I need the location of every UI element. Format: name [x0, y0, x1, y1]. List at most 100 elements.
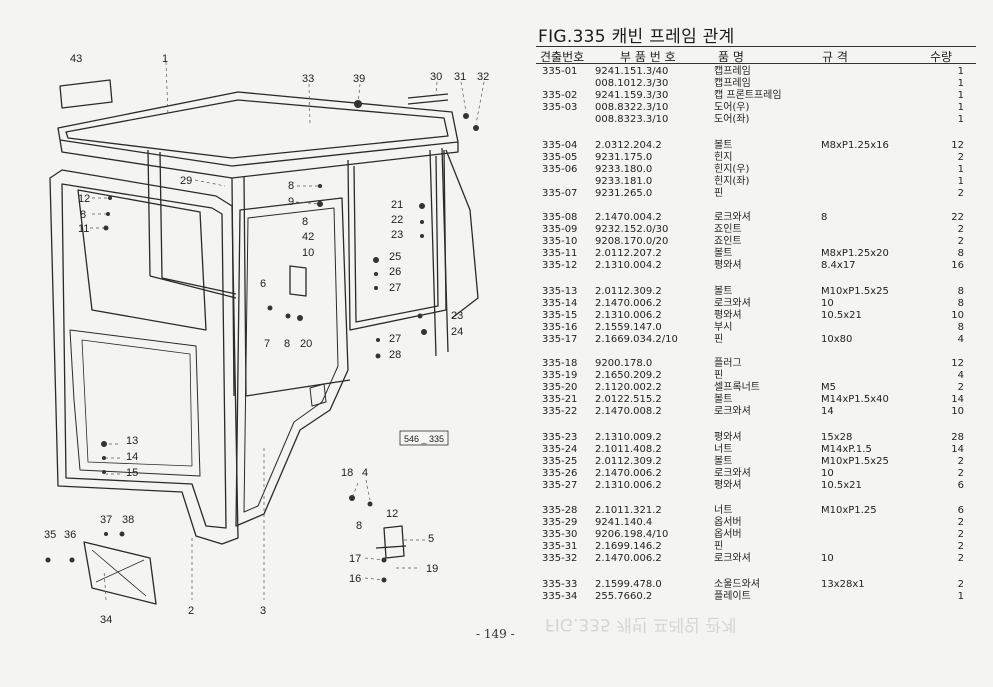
cell-part-no: 2.1699.146.2 — [595, 541, 662, 552]
cell-ref-no: 335-33 — [542, 579, 578, 590]
cell-part-no: 2.1470.008.2 — [595, 406, 662, 417]
cell-part-no: 008.8322.3/10 — [595, 102, 669, 113]
cell-ref-no: 335-11 — [542, 248, 578, 259]
cell-part-name: 로크와셔 — [714, 406, 751, 417]
cell-ref-no: 335-29 — [542, 517, 578, 528]
cell-part-no: 2.1559.147.0 — [595, 322, 662, 333]
cell-qty: 2 — [957, 579, 964, 590]
callout-27b: 27 — [389, 333, 401, 345]
cell-ref-no: 335-19 — [542, 370, 578, 381]
cell-part-no: 008.1012.3/30 — [595, 78, 669, 89]
cell-part-no: 2.1470.006.2 — [595, 298, 662, 309]
callout-10: 10 — [302, 247, 314, 259]
cell-spec: M10xP1.25 — [821, 505, 877, 516]
callout-8c: 8 — [302, 216, 308, 228]
cell-part-no: 2.1650.209.2 — [595, 370, 662, 381]
cell-part-name: 핀 — [714, 370, 724, 381]
cell-ref-no: 335-03 — [542, 102, 578, 113]
cell-qty: 2 — [957, 382, 964, 393]
cell-spec: M5 — [821, 382, 836, 393]
callout-11: 11 — [78, 223, 89, 235]
cell-qty: 16 — [951, 260, 964, 271]
cell-part-name: 로크와셔 — [714, 212, 751, 223]
cell-qty: 1 — [957, 78, 964, 89]
cell-part-name: 소울드와셔 — [714, 579, 760, 590]
cell-part-no: 2.1470.004.2 — [595, 212, 662, 223]
cell-spec: 10 — [821, 553, 834, 564]
callout-26: 26 — [389, 266, 401, 278]
cell-qty: 6 — [957, 480, 964, 491]
cell-qty: 4 — [957, 370, 964, 381]
cell-ref-no: 335-32 — [542, 553, 578, 564]
callout-1: 1 — [162, 53, 168, 65]
cell-ref-no: 335-24 — [542, 444, 578, 455]
cell-part-no: 9233.181.0 — [595, 176, 653, 187]
cell-qty: 8 — [957, 248, 964, 259]
cell-part-no: 255.7660.2 — [595, 591, 653, 602]
callout-5: 5 — [428, 533, 434, 545]
callout-30: 30 — [430, 71, 442, 83]
callout-38: 38 — [122, 514, 134, 526]
cell-qty: 2 — [957, 529, 964, 540]
svg-text:546 _ 335: 546 _ 335 — [404, 434, 444, 444]
cell-part-name: 로크와셔 — [714, 298, 751, 309]
cell-part-name: 평와셔 — [714, 480, 742, 491]
cell-spec: M14xP.1.5 — [821, 444, 872, 455]
callout-37: 37 — [100, 514, 112, 526]
callout-8b: 8 — [80, 209, 86, 221]
cell-part-name: 핀 — [714, 334, 724, 345]
cell-part-name: 도어(좌) — [714, 114, 750, 125]
cell-part-name: 셀프록너트 — [714, 382, 760, 393]
callout-28: 28 — [389, 349, 401, 361]
cell-part-no: 2.0112.309.2 — [595, 456, 662, 467]
cell-qty: 1 — [957, 66, 964, 77]
cell-ref-no: 335-22 — [542, 406, 578, 417]
callout-16: 16 — [349, 573, 361, 585]
cell-part-name: 캡 프론트프레임 — [714, 90, 782, 101]
cell-ref-no: 335-02 — [542, 90, 578, 101]
callout-31: 31 — [454, 71, 466, 83]
cell-part-no: 2.1011.408.2 — [595, 444, 662, 455]
cell-spec: 10.5x21 — [821, 310, 862, 321]
cell-part-no: 9200.178.0 — [595, 358, 653, 369]
cell-ref-no: 335-14 — [542, 298, 578, 309]
cell-part-name: 힌지(좌) — [714, 176, 750, 187]
cell-qty: 12 — [951, 140, 964, 151]
callout-23b: 23 — [451, 310, 463, 322]
cell-qty: 8 — [957, 322, 964, 333]
callout-24: 24 — [451, 326, 463, 338]
callout-14: 14 — [126, 451, 138, 463]
cell-qty: 2 — [957, 468, 964, 479]
cell-part-name: 너트 — [714, 444, 733, 455]
cell-qty: 28 — [951, 432, 964, 443]
callout-27a: 27 — [389, 282, 401, 294]
cell-spec: 15x28 — [821, 432, 853, 443]
cell-part-name: 옵서버 — [714, 529, 742, 540]
cell-qty: 2 — [957, 517, 964, 528]
cell-spec: M10xP1.5x25 — [821, 456, 889, 467]
cell-part-no: 2.0312.204.2 — [595, 140, 662, 151]
callout-numbers: 43 1 33 39 30 31 32 29 8 9 12 8 11 21 22… — [44, 53, 489, 626]
cell-qty: 8 — [957, 286, 964, 297]
header-part-name: 품 명 — [718, 50, 744, 64]
header-qty: 수량 — [930, 50, 953, 64]
cell-part-name: 평와셔 — [714, 260, 742, 271]
cell-qty: 8 — [957, 298, 964, 309]
cell-spec: 10 — [821, 298, 834, 309]
cell-qty: 10 — [951, 310, 964, 321]
callout-12b: 12 — [386, 508, 398, 520]
callout-2: 2 — [188, 605, 194, 617]
cell-ref-no: 335-18 — [542, 358, 578, 369]
cell-ref-no: 335-20 — [542, 382, 578, 393]
page-number: - 149 - — [476, 627, 515, 641]
cell-qty: 1 — [957, 90, 964, 101]
callout-8d: 8 — [284, 338, 290, 350]
cell-part-name: 볼트 — [714, 140, 733, 151]
cell-part-no: 9241.159.3/30 — [595, 90, 669, 101]
callout-15: 15 — [126, 467, 138, 479]
cell-ref-no: 335-12 — [542, 260, 578, 271]
cell-part-no: 2.1310.006.2 — [595, 480, 662, 491]
cell-ref-no: 335-06 — [542, 164, 578, 175]
callout-8a: 8 — [288, 180, 294, 192]
cell-part-name: 너트 — [714, 505, 733, 516]
